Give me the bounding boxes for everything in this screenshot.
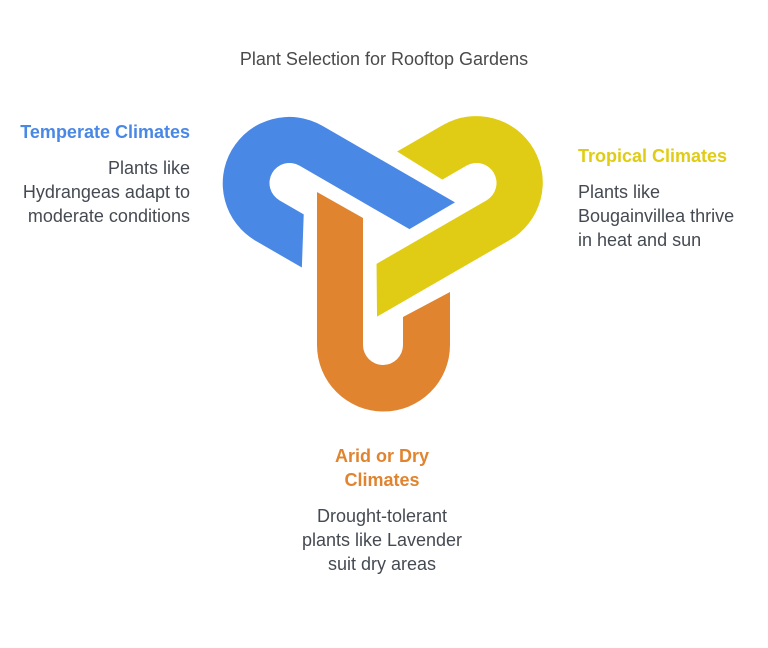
arid-heading: Arid or Dry Climates [334,446,430,490]
arid-section: Arid or Dry Climates Drought-tolerant pl… [298,444,466,576]
tropical-link [376,116,543,317]
diagram-title: Plant Selection for Rooftop Gardens [239,49,529,69]
arid-link [317,192,450,412]
tropical-text: Plants like Bougainvillea thrive in heat… [578,182,735,250]
temperate-text: Plants like Hydrangeas adapt to moderate… [22,158,190,226]
temperate-link [222,116,455,268]
tropical-section: Tropical Climates Plants like Bougainvil… [578,144,748,252]
temperate-heading: Temperate Climates [20,122,190,142]
temperate-section: Temperate Climates Plants like Hydrangea… [20,120,190,228]
tropical-heading: Tropical Climates [578,146,728,166]
arid-text: Drought-tolerant plants like Lavender su… [301,506,463,574]
